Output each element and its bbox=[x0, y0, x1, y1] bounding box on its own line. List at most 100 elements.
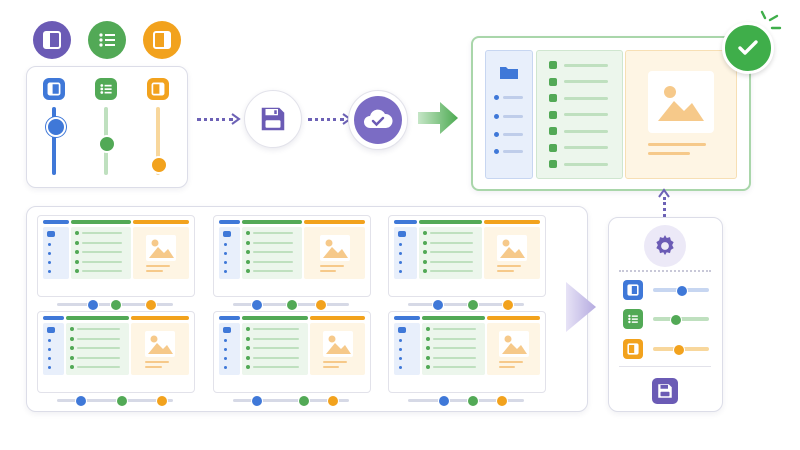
content-line bbox=[497, 265, 521, 267]
list-bullet bbox=[246, 259, 250, 264]
variant-slider-knob[interactable] bbox=[437, 395, 450, 407]
content-layout-badge[interactable] bbox=[143, 21, 181, 59]
variant-slider-knob[interactable] bbox=[110, 299, 122, 311]
list-line bbox=[564, 129, 608, 133]
layout-variant-thumbnail[interactable] bbox=[213, 311, 371, 393]
variant-slider-knob[interactable] bbox=[466, 395, 479, 407]
variant-sidebar bbox=[43, 227, 69, 279]
success-check-badge bbox=[722, 22, 774, 74]
list-layout-badge[interactable] bbox=[88, 21, 126, 59]
settings-slider-knob[interactable] bbox=[673, 344, 686, 356]
layout-variant-thumbnail[interactable] bbox=[388, 215, 546, 297]
list-line bbox=[564, 113, 608, 116]
nav-dot bbox=[48, 348, 51, 351]
nav-dot bbox=[399, 357, 402, 360]
list-line bbox=[433, 347, 476, 349]
list-line bbox=[564, 63, 608, 67]
variant-slider-knob[interactable] bbox=[144, 299, 157, 311]
sidebar-panel-icon bbox=[47, 82, 61, 96]
variant-slider-knob[interactable] bbox=[156, 395, 169, 407]
nav-dot bbox=[48, 357, 51, 360]
folder-icon bbox=[500, 67, 518, 79]
variant-slider-knob[interactable] bbox=[115, 395, 128, 407]
content-line bbox=[322, 366, 339, 368]
list-line bbox=[82, 270, 122, 272]
variant-slider-knob[interactable] bbox=[297, 395, 310, 407]
header-bar bbox=[304, 220, 365, 224]
variant-slider-knob[interactable] bbox=[251, 299, 264, 311]
variant-slider-track[interactable] bbox=[57, 399, 173, 402]
list-slider-knob[interactable] bbox=[98, 135, 116, 154]
variant-slider-knob[interactable] bbox=[326, 395, 339, 407]
list-icon bbox=[100, 84, 112, 94]
list-line bbox=[564, 80, 608, 83]
variant-list bbox=[66, 323, 129, 375]
variant-slider-knob[interactable] bbox=[251, 395, 264, 407]
variant-list bbox=[422, 323, 485, 375]
layout-variant-thumbnail[interactable] bbox=[37, 215, 195, 297]
header-bar bbox=[43, 220, 69, 224]
list-bullet bbox=[70, 365, 74, 369]
sidebar-layout-badge[interactable] bbox=[33, 21, 71, 59]
content-slider-track[interactable] bbox=[156, 107, 160, 175]
list-line bbox=[253, 356, 299, 359]
list-line bbox=[430, 270, 473, 272]
list-line bbox=[253, 251, 293, 253]
nav-dot bbox=[224, 357, 227, 360]
nav-dot bbox=[494, 95, 499, 100]
settings-button[interactable] bbox=[644, 225, 686, 267]
image-placeholder bbox=[319, 235, 350, 261]
variant-slider-track[interactable] bbox=[233, 399, 349, 402]
variant-content bbox=[310, 323, 365, 375]
variant-slider-knob[interactable] bbox=[432, 299, 444, 311]
list-bullet bbox=[246, 355, 250, 360]
variant-slider-knob[interactable] bbox=[466, 299, 479, 311]
sidebar-slider-track[interactable] bbox=[52, 107, 56, 175]
nav-dot bbox=[48, 252, 51, 255]
content-line bbox=[322, 361, 347, 363]
list-bullet bbox=[549, 127, 557, 135]
folder-icon bbox=[398, 231, 406, 237]
list-line bbox=[253, 366, 299, 368]
layout-variant-thumbnail[interactable] bbox=[37, 311, 195, 393]
list-bullet bbox=[75, 231, 79, 235]
nav-dot bbox=[224, 339, 227, 342]
folder-icon bbox=[223, 231, 231, 237]
nav-dot bbox=[48, 270, 51, 273]
list-line bbox=[77, 337, 120, 340]
content-slider-knob[interactable] bbox=[150, 155, 168, 174]
settings-slider-knob[interactable] bbox=[670, 314, 683, 326]
save-settings-button[interactable] bbox=[652, 378, 678, 404]
list-bullet bbox=[423, 240, 427, 245]
save-step[interactable] bbox=[244, 90, 302, 148]
list-line bbox=[433, 366, 476, 368]
list-line bbox=[433, 337, 476, 340]
content-line bbox=[146, 265, 170, 267]
content-line bbox=[498, 366, 515, 368]
nav-line bbox=[503, 133, 523, 136]
variant-slider-track[interactable] bbox=[408, 399, 524, 402]
settings-slider-knob[interactable] bbox=[676, 285, 688, 297]
sidebar-slider-knob[interactable] bbox=[46, 117, 66, 138]
list-bullet bbox=[426, 346, 430, 350]
variant-slider-track[interactable] bbox=[408, 303, 524, 306]
layout-variant-thumbnail[interactable] bbox=[213, 215, 371, 297]
variant-slider-knob[interactable] bbox=[501, 299, 514, 311]
variant-slider-knob[interactable] bbox=[315, 299, 327, 311]
content-line bbox=[497, 270, 514, 272]
list-bullet bbox=[246, 269, 250, 273]
cloud-sync-step[interactable] bbox=[348, 90, 408, 150]
list-bullet bbox=[423, 259, 427, 264]
flow-connector-2 bbox=[308, 118, 344, 121]
variant-slider-knob[interactable] bbox=[86, 299, 99, 311]
layout-variant-thumbnail[interactable] bbox=[388, 311, 546, 393]
list-bullet bbox=[75, 250, 79, 254]
variant-slider-knob[interactable] bbox=[75, 395, 88, 407]
variant-sidebar bbox=[394, 323, 420, 375]
nav-dot bbox=[399, 261, 402, 264]
variant-slider-knob[interactable] bbox=[286, 299, 298, 311]
folder-icon bbox=[223, 327, 231, 333]
variant-slider-knob[interactable] bbox=[495, 395, 508, 407]
list-bullet bbox=[426, 327, 430, 331]
variant-list bbox=[71, 227, 131, 279]
